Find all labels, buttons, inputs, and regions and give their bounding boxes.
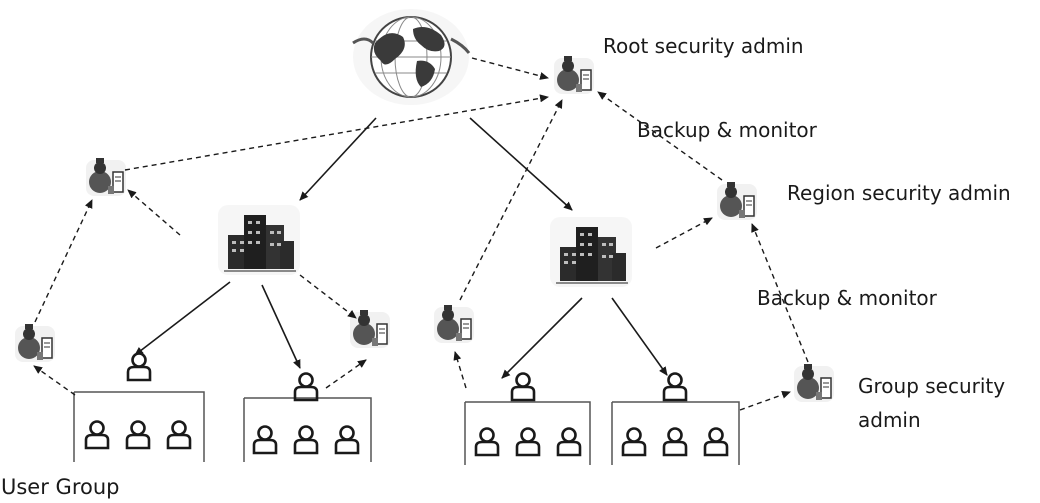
dashed-group-3-to-mid-right-admin: [453, 351, 467, 389]
dashed-right-building-to-region: [655, 217, 713, 249]
user-group-2: [243, 372, 372, 462]
arrow-right-building-to-group-3: [501, 297, 583, 379]
solid-arrows: [134, 117, 668, 379]
user-icon: [252, 425, 278, 455]
dashed-region-to-root: [597, 91, 723, 181]
user-icon: [293, 425, 319, 455]
user-icon: [293, 372, 319, 402]
user-icon: [474, 427, 500, 457]
left-security-admin-icon: [85, 157, 127, 197]
dashed-left-admin-to-root: [124, 94, 549, 171]
dashed-group-4-to-group-admin: [739, 390, 791, 411]
root-security-admin-icon: [553, 55, 595, 95]
arrow-left-building-to-group-2: [261, 284, 301, 369]
user-icon: [662, 427, 688, 457]
user-icon: [515, 427, 541, 457]
user-group-label: User Group: [1, 475, 120, 499]
dashed-arrows: [33, 57, 809, 411]
group-security-admin-label-line2: admin: [858, 408, 921, 432]
dashed-globe-to-root: [471, 57, 549, 80]
backup-monitor-right-label: Backup & monitor: [757, 286, 937, 310]
user-icon: [703, 427, 729, 457]
arrow-left-building-to-group-1: [134, 281, 231, 356]
user-group-3: [464, 372, 591, 465]
user-group-4: [611, 372, 740, 465]
dashed-group-1-to-far-left-admin: [33, 365, 76, 396]
dashed-building-to-left-admin: [127, 189, 181, 236]
dashed-building-to-mid-left-admin: [299, 274, 357, 319]
user-icon: [126, 352, 152, 382]
region-security-admin-icon: [716, 181, 758, 221]
user-icon: [662, 372, 688, 402]
dashed-group-left-to-left-admin: [34, 199, 93, 323]
user-icon: [334, 425, 360, 455]
arrow-right-building-to-group-4: [611, 297, 668, 376]
backup-monitor-top-label: Backup & monitor: [637, 118, 817, 142]
user-group-1: [73, 352, 205, 462]
user-icon: [621, 427, 647, 457]
group-admin-icon-mid-left: [349, 309, 391, 349]
user-icon: [510, 372, 536, 402]
dashed-group-2-to-mid-left-admin: [325, 359, 367, 389]
dashed-group-admin-to-region: [751, 223, 809, 363]
group-admin-icon-far-left: [14, 323, 56, 363]
group-security-admin-icon: [793, 363, 835, 403]
user-icon: [166, 420, 192, 450]
globe-icon: [352, 9, 471, 105]
user-icon: [125, 420, 151, 450]
user-icon: [556, 427, 582, 457]
dashed-mid-right-admin-to-root: [459, 99, 563, 301]
group-security-admin-label-line1: Group security: [858, 374, 1006, 398]
arrow-globe-to-left-building: [299, 117, 377, 201]
region-security-admin-label: Region security admin: [787, 181, 1011, 205]
group-admin-icon-mid-right: [433, 304, 475, 344]
user-icon: [84, 420, 110, 450]
building-icon-left: [217, 204, 301, 276]
root-security-admin-label: Root security admin: [603, 34, 804, 58]
arrow-globe-to-right-building: [469, 117, 573, 211]
building-icon-right: [549, 216, 633, 288]
